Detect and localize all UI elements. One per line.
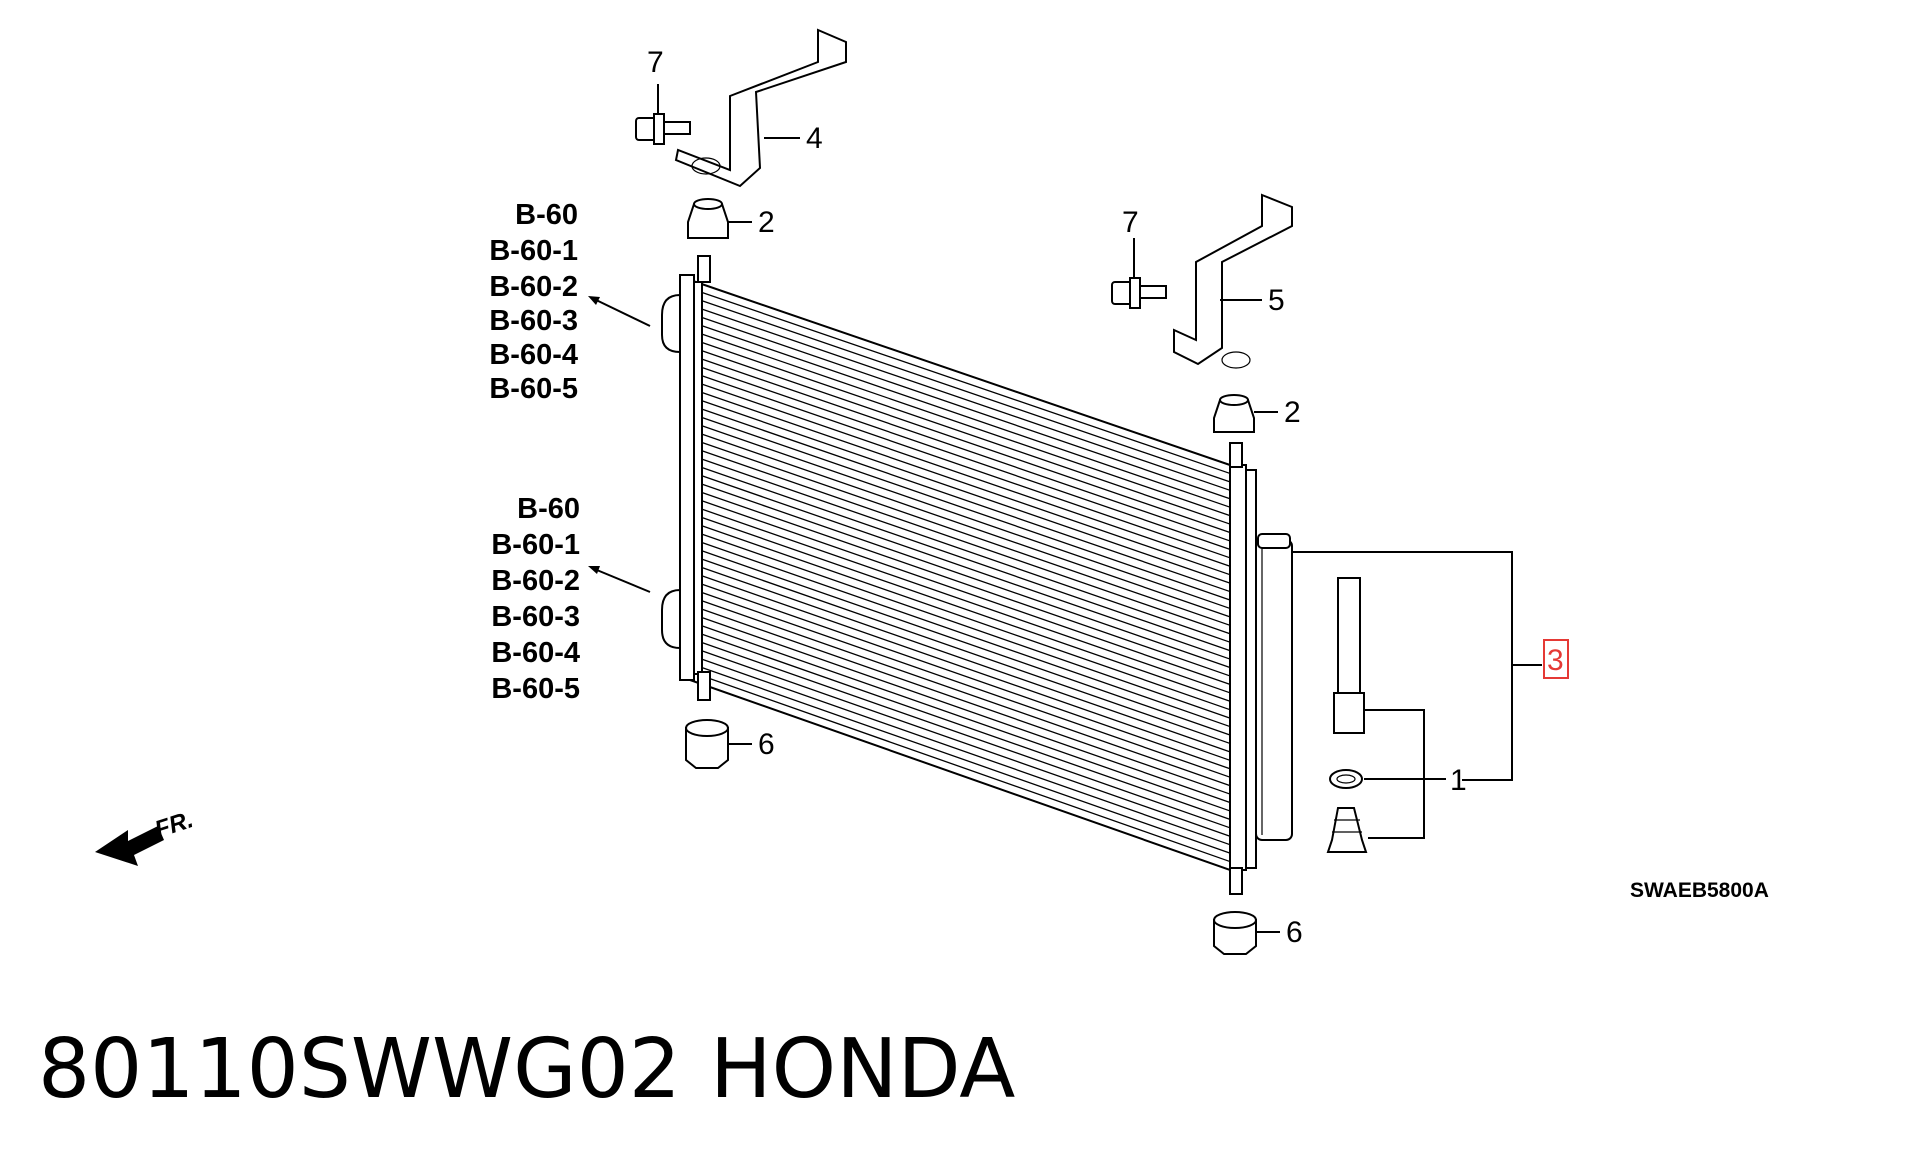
o-ring: [1329, 769, 1363, 789]
condenser-fin: [689, 512, 1231, 702]
condenser-fin: [689, 296, 1231, 483]
condenser-fin: [689, 637, 1231, 829]
condenser-fin: [689, 571, 1231, 761]
ref-upper-5: B-60-5: [489, 373, 578, 405]
condenser-fin: [689, 346, 1231, 534]
condenser-fin: [689, 362, 1231, 550]
bolt-7-left: [635, 113, 691, 145]
callout-7-right: 7: [1122, 206, 1139, 239]
condenser-fin: [689, 371, 1231, 559]
callout-5: 5: [1268, 284, 1285, 317]
condenser-fin: [689, 621, 1231, 812]
ref-upper-1: B-60-1: [489, 235, 578, 267]
callout-6-lower-left: 6: [758, 728, 775, 761]
condenser-fin: [689, 537, 1231, 728]
receiver-cap: [1326, 807, 1368, 853]
diagram-code: SWAEB5800A: [1630, 879, 1769, 902]
front-indicator: FR.: [95, 806, 197, 866]
condenser-fin: [689, 671, 1231, 863]
ref-lower-3: B-60-3: [491, 601, 580, 633]
condenser-fin: [689, 337, 1231, 525]
condenser-fin: [689, 604, 1231, 795]
condenser-fin: [689, 379, 1231, 567]
condenser-fin: [689, 579, 1231, 770]
condenser-fin: [689, 312, 1231, 500]
callout-4: 4: [806, 122, 823, 155]
condenser-fin: [689, 554, 1231, 745]
ref-lower-5: B-60-5: [491, 673, 580, 705]
condenser-fin: [689, 404, 1231, 593]
condenser-fin: [689, 596, 1231, 787]
condenser-fin: [689, 304, 1231, 491]
condenser-fin: [689, 479, 1231, 669]
condenser-fin: [689, 562, 1231, 753]
part-number: 80110SWWG02: [38, 1022, 681, 1117]
ref-lower-2: B-60-2: [491, 565, 580, 597]
ref-upper-3: B-60-3: [489, 305, 578, 337]
upper-bracket-right: [1173, 193, 1293, 369]
condenser-fin: [689, 646, 1231, 837]
ref-group-upper: B-60 B-60-1 B-60-2 B-60-3 B-60-4 B-60-5: [489, 199, 578, 405]
ref-lower-4: B-60-4: [491, 637, 580, 669]
condenser-fin: [689, 387, 1231, 576]
mount-2-upper-left: [687, 198, 729, 239]
condenser-fin: [689, 529, 1231, 719]
callout-6-lower-right: 6: [1286, 916, 1303, 949]
ref-upper-2: B-60-2: [489, 271, 578, 303]
callout-7-left: 7: [647, 46, 664, 79]
mount-2-upper-right: [1213, 394, 1255, 433]
condenser-fin: [689, 662, 1231, 854]
condenser-fin: [689, 629, 1231, 820]
condenser-fin: [689, 437, 1231, 626]
condenser-fin: [689, 546, 1231, 736]
callout-2-upper-right: 2: [1284, 396, 1301, 429]
condenser-fin: [689, 504, 1231, 694]
bolt-7-right: [1111, 277, 1167, 309]
ref-group-lower: B-60 B-60-1 B-60-2 B-60-3 B-60-4 B-60-5: [491, 493, 580, 705]
condenser-fin: [689, 454, 1231, 643]
condenser-fin: [689, 421, 1231, 610]
ref-lower-0: B-60: [517, 493, 580, 525]
receiver-dryer: [1255, 533, 1293, 841]
condenser-fin: [689, 521, 1231, 711]
front-arrow-icon: [95, 826, 164, 866]
desiccant: [1333, 577, 1365, 734]
condenser-fin: [689, 412, 1231, 601]
condenser-fin: [689, 471, 1231, 660]
leader-lines: [588, 84, 1542, 933]
condenser-fin: [689, 321, 1231, 508]
mount-6-lower-left: [685, 719, 729, 769]
condenser-fin: [689, 612, 1231, 804]
callout-1: 1: [1450, 764, 1467, 797]
condenser-fin: [689, 487, 1231, 677]
condenser-fin: [689, 329, 1231, 517]
front-label: FR.: [152, 806, 197, 844]
brand-name: HONDA: [710, 1022, 1015, 1117]
condenser-fin: [689, 354, 1231, 542]
upper-bracket-left: [674, 28, 847, 188]
callout-3: 3: [1547, 644, 1564, 677]
callout-2-upper-left: 2: [758, 206, 775, 239]
condenser-fin: [689, 446, 1231, 635]
ref-lower-1: B-60-1: [491, 529, 580, 561]
ref-upper-4: B-60-4: [489, 339, 578, 371]
condenser-fin: [689, 287, 1231, 475]
callout-3-highlight-box: [1543, 639, 1569, 679]
condenser-fin: [689, 462, 1231, 652]
condenser-fin: [689, 429, 1231, 618]
mount-6-lower-right: [1213, 911, 1257, 955]
condenser-fin: [689, 496, 1231, 685]
ref-upper-0: B-60: [515, 199, 578, 231]
condenser-fin: [689, 396, 1231, 584]
condenser-fin: [689, 587, 1231, 778]
condenser-fin: [689, 654, 1231, 846]
condenser-core: [661, 255, 1257, 895]
